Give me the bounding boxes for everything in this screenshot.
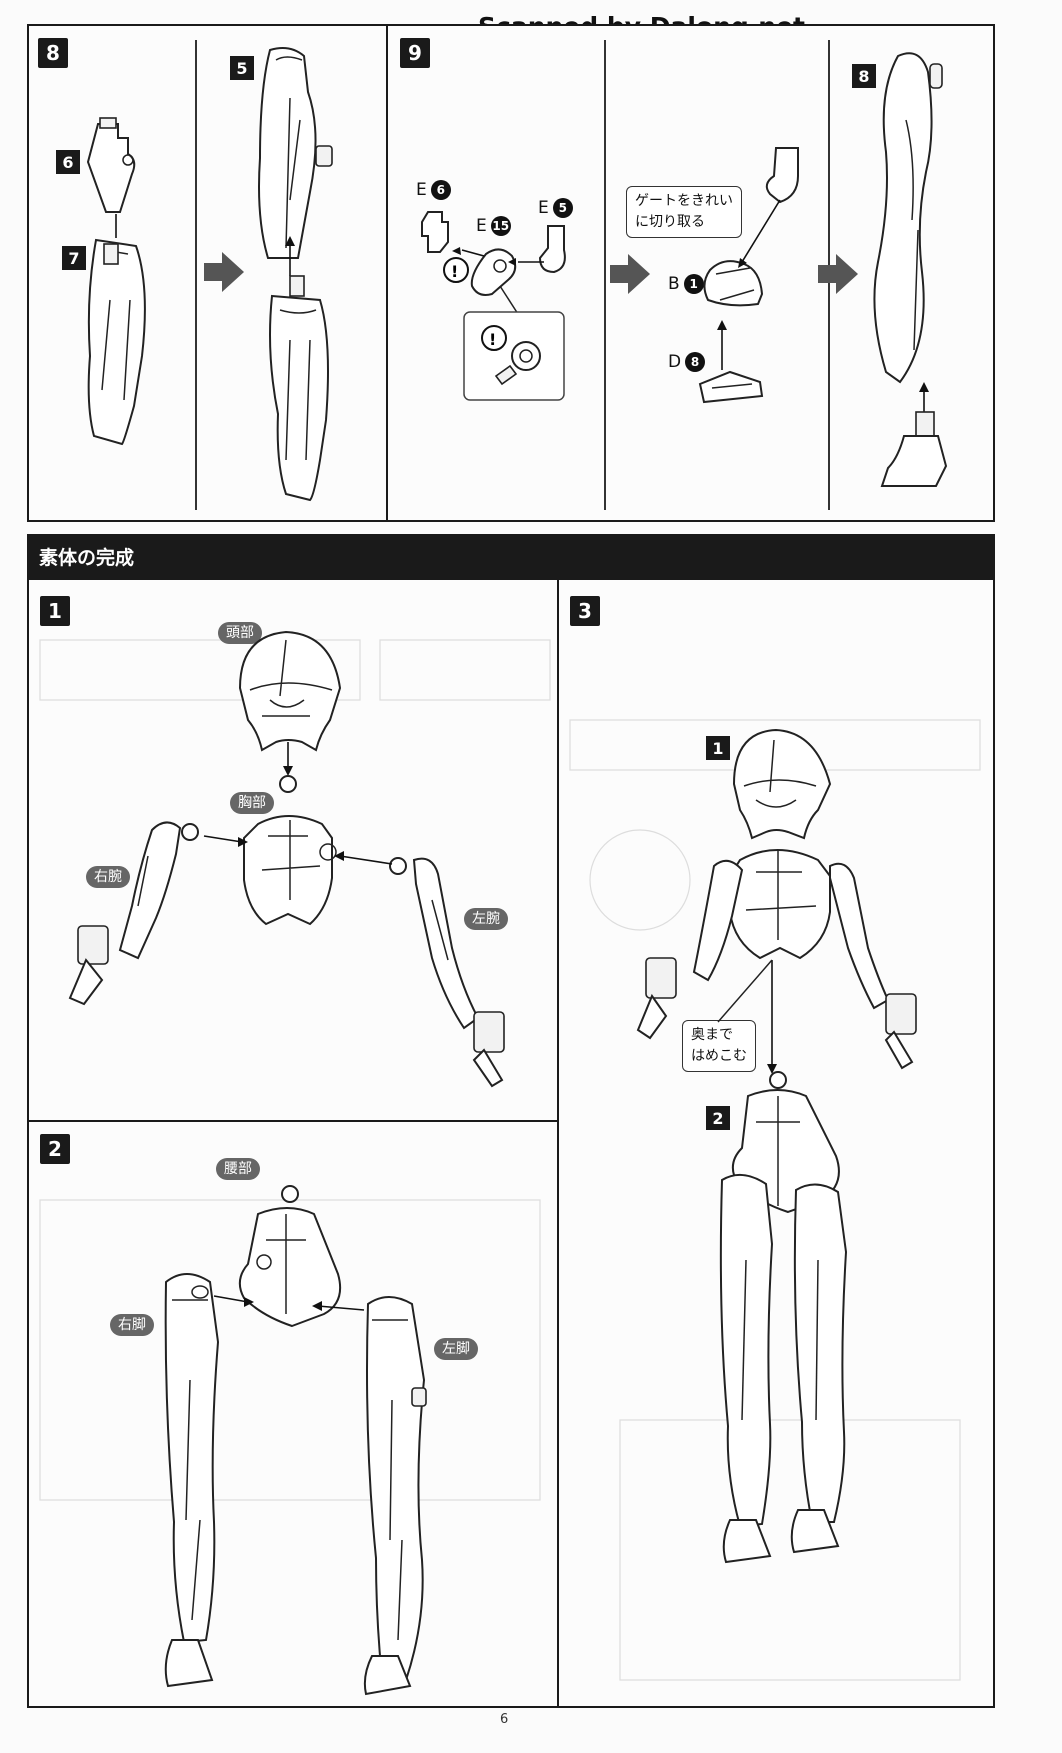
- step-8-badge: 8: [38, 38, 68, 68]
- push-fully-callout: 奥まで はめこむ: [682, 1020, 756, 1072]
- label-head: 頭部: [218, 622, 262, 644]
- divider-9-sub1: [604, 40, 606, 510]
- section-title-bar: 素体の完成: [27, 534, 995, 578]
- page-number: 6: [500, 1712, 509, 1727]
- step-1-badge: 1: [40, 596, 70, 626]
- divider-8-9: [386, 24, 388, 522]
- svg-text:!: !: [489, 330, 496, 349]
- step-9-flow-arrow-1: [610, 254, 650, 294]
- step-9-badge: 9: [400, 38, 430, 68]
- part-number-7: 7: [62, 246, 86, 270]
- part-number-6: 6: [56, 150, 80, 174]
- part-number-5: 5: [230, 56, 254, 80]
- step-2-badge: 2: [40, 1134, 70, 1164]
- divider-left-right: [557, 578, 559, 1708]
- label-right-arm: 右腕: [86, 866, 130, 888]
- label-chest: 胸部: [230, 792, 274, 814]
- step-8-flow-arrow: [204, 252, 244, 292]
- result-label-8: 8: [852, 64, 876, 88]
- step-8-parts-illustration: [86, 47, 333, 502]
- label-left-leg: 左脚: [434, 1338, 478, 1360]
- assembly-label-2: 2: [706, 1106, 730, 1130]
- label-right-leg: 右脚: [110, 1314, 154, 1336]
- gate-cut-callout: ゲートをきれい に切り取る: [626, 186, 742, 238]
- label-waist: 腰部: [216, 1158, 260, 1180]
- divider-step1-step2: [27, 1120, 558, 1122]
- step-3-badge: 3: [570, 596, 600, 626]
- step-9-flow-arrow-2: [818, 254, 858, 294]
- label-left-arm: 左腕: [464, 908, 508, 930]
- svg-text:!: !: [451, 262, 458, 281]
- assembly-label-1: 1: [706, 736, 730, 760]
- step-9-parts-illustration: ! !: [421, 52, 948, 487]
- divider-8-sub: [195, 40, 197, 510]
